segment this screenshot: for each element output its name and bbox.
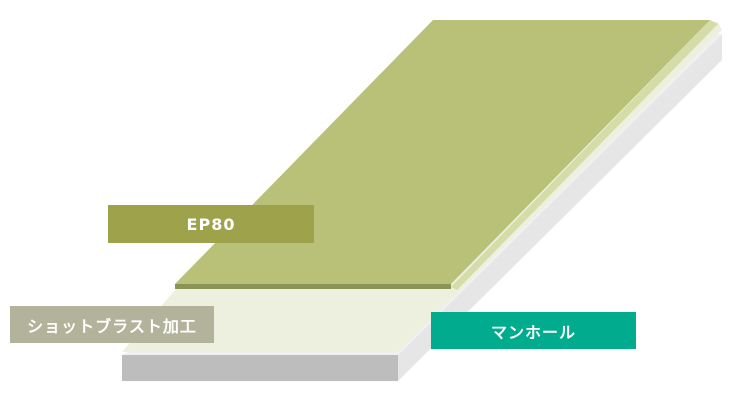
coating-top-surface bbox=[175, 20, 710, 284]
coating-side-edge bbox=[451, 20, 718, 290]
base-right-face bbox=[398, 34, 722, 381]
shot-blast-label: ショットブラスト加工 bbox=[10, 306, 214, 343]
base-front-face bbox=[122, 355, 398, 381]
coating-front-edge bbox=[175, 284, 451, 289]
ep80-label: EP80 bbox=[108, 205, 314, 243]
manhole-label: マンホール bbox=[431, 312, 636, 349]
